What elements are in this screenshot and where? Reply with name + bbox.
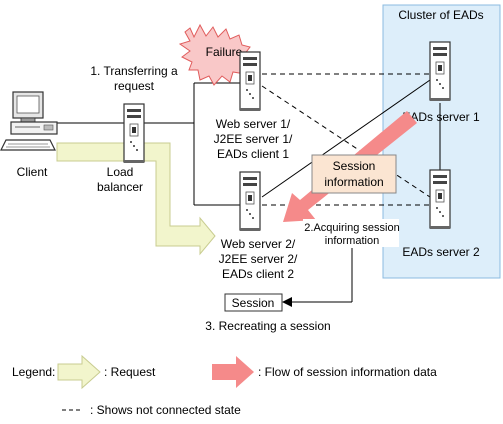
- client-label: Client: [17, 165, 48, 179]
- legend-request-label: : Request: [104, 365, 156, 379]
- web-server-2-icon: [239, 171, 261, 232]
- session-box-label: Session: [232, 296, 275, 310]
- client-computer-icon: [0, 91, 58, 151]
- cluster-title: Cluster of EADs: [398, 8, 483, 22]
- legend-request-arrow: [57, 354, 101, 390]
- session-info-box: [311, 154, 397, 194]
- legend-flow-arrow: [212, 356, 254, 388]
- step2-line1: 2.Acquiring session: [304, 222, 399, 234]
- session-info-line1: Session: [333, 159, 376, 173]
- failure-burst: [178, 23, 252, 86]
- eads-server-2-icon: [429, 169, 451, 230]
- web-server-2-line3: EADs client 2: [222, 267, 294, 281]
- step1-line1: 1. Transferring a: [90, 64, 178, 78]
- web-server-1-line3: EADs client 1: [217, 147, 289, 161]
- session-box: [224, 293, 283, 312]
- load-balancer-label-line1: Load: [107, 165, 134, 179]
- session-info-line2: information: [324, 175, 383, 189]
- eads-server-2-label: EADs server 2: [402, 245, 480, 259]
- legend-not-connected-label: : Shows not connected state: [90, 403, 241, 417]
- step2-line2: information: [325, 235, 379, 247]
- eads-server-1-label: EADs server 1: [402, 110, 480, 124]
- web-server-1-icon: [239, 51, 261, 112]
- network-lines: [57, 79, 441, 206]
- step3-label: 3. Recreating a session: [205, 319, 330, 333]
- web-server-2-line2: J2EE server 2/: [219, 252, 298, 266]
- step1-line2: request: [114, 79, 155, 93]
- session-arrowhead: [282, 297, 292, 307]
- load-balancer-label-line2: balancer: [97, 180, 143, 194]
- session-recreate-arrow: [292, 248, 353, 303]
- legend-flow-label: : Flow of session information data: [258, 365, 437, 379]
- web-server-1-line2: J2EE server 1/: [214, 132, 293, 146]
- failure-label: Failure: [206, 45, 243, 59]
- eads-server-1-icon: [429, 41, 451, 102]
- legend-title: Legend:: [12, 365, 55, 379]
- load-balancer-icon: [123, 103, 145, 164]
- web-server-2-line1: Web server 2/: [221, 237, 296, 251]
- web-server-1-line1: Web server 1/: [216, 117, 291, 131]
